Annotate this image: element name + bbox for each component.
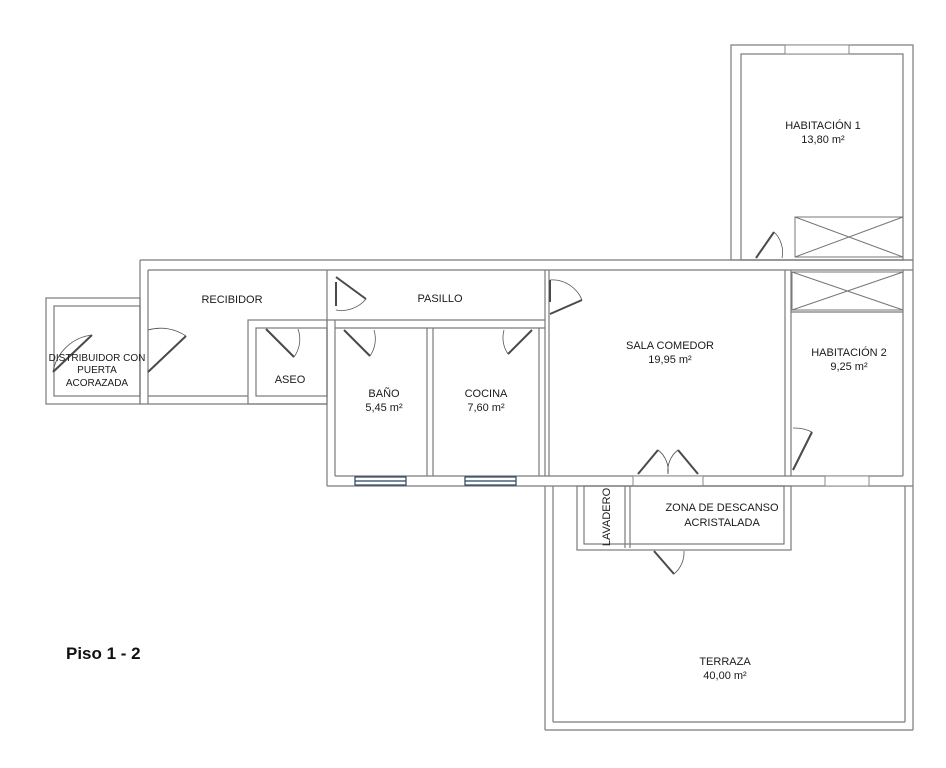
recibidor-name: RECIBIDOR [201, 294, 262, 306]
lavadero-name: LAVADERO [601, 487, 613, 546]
terraza-area: 40,00 m² [703, 670, 747, 682]
bano-door-icon [343, 329, 376, 357]
lavadero-zona-walls [576, 485, 792, 575]
habitacion-1-wardrobe [794, 216, 904, 258]
habitacion-2-walls [791, 271, 904, 487]
habitacion-1-walls [730, 44, 914, 261]
cocina-name: COCINA [465, 388, 508, 400]
aseo-walls [247, 319, 328, 405]
distribuidor-door-icon [52, 334, 93, 373]
sala-comedor-area: 19,95 m² [648, 354, 692, 366]
cocina-area: 7,60 m² [467, 402, 505, 414]
bano-area: 5,45 m² [365, 402, 403, 414]
distribuidor-line2: PUERTA [77, 365, 117, 376]
sala-comedor-name: SALA COMEDOR [626, 340, 714, 352]
recibidor-door-icon [147, 327, 187, 373]
terraza-name: TERRAZA [699, 656, 751, 668]
bano-name: BAÑO [368, 387, 400, 400]
habitacion-1-name: HABITACIÓN 1 [785, 119, 861, 132]
habitacion-2-door-icon [792, 427, 813, 471]
habitacion-2-window [824, 475, 870, 487]
pasillo-name: PASILLO [417, 293, 462, 305]
sala-double-door-icon [632, 449, 704, 487]
zona-line2: ACRISTALADA [684, 517, 760, 529]
habitacion-2-name: HABITACIÓN 2 [811, 346, 887, 359]
distribuidor-walls [45, 297, 141, 405]
zona-door-icon [653, 550, 685, 575]
pasillo-door-icon [335, 276, 367, 311]
sala-door-icon [549, 279, 583, 315]
zona-line1: ZONA DE DESCANSO [665, 502, 779, 514]
cocina-door-icon [502, 329, 533, 355]
distribuidor-line3: ACORAZADA [66, 378, 129, 389]
terraza-walls [544, 486, 914, 731]
pasillo-walls [327, 276, 545, 329]
floor-label: Piso 1 - 2 [66, 644, 141, 663]
habitacion-1-area: 13,80 m² [801, 134, 845, 146]
bano-cocina-walls [343, 270, 546, 486]
aseo-name: ASEO [275, 374, 306, 386]
habitacion-1-window [784, 44, 850, 55]
habitacion-1-door-icon [755, 231, 783, 259]
distribuidor-line1: DISTRIBUIDOR CON [49, 353, 146, 364]
sala-comedor-walls [548, 270, 792, 487]
habitacion-2-area: 9,25 m² [830, 361, 868, 373]
habitacion-2-wardrobe [791, 271, 904, 311]
aseo-door-icon [265, 328, 301, 358]
